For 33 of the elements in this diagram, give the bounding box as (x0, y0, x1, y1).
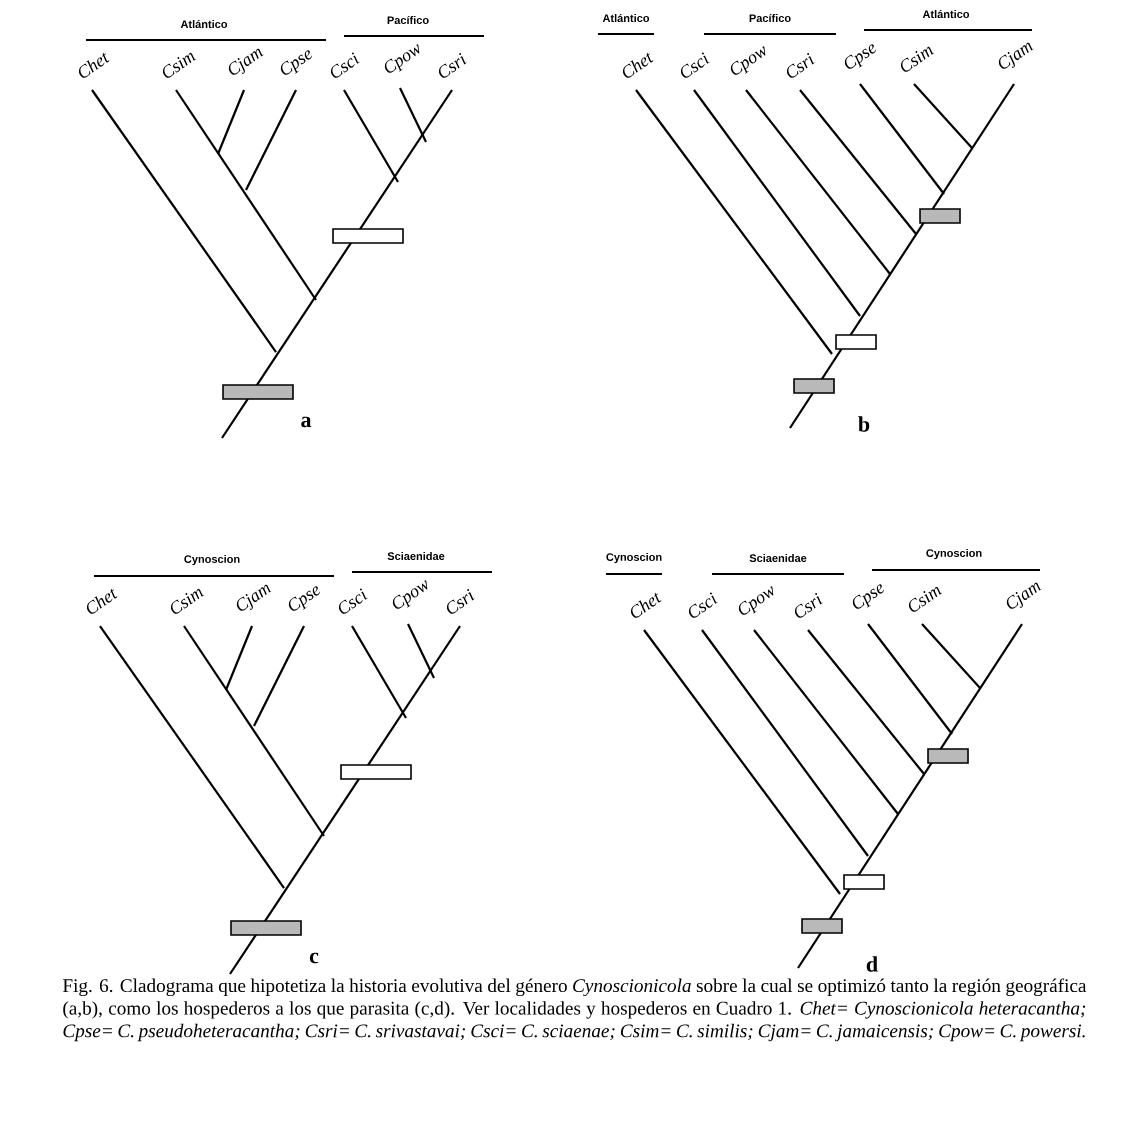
taxon-label: Chet (630, 592, 662, 618)
taxon-label: Csci (330, 52, 360, 78)
caption: Fig. 6. Cladograma que hipotetiza la historia evolutiva del género Cynoscionicola sobre la cual se optimizó tanto la región geográfica (a,b), como los hospederos a los que parasita (c,d). Ver localidades y hospederos en Cuadro 1. Chet= Cynoscionicola heteracantha; Cpse= C. pseudoheteracantha; Csri= C. srivastavai; Csci= C. sciaenae; Csim= C. similis; Cjam= C. jamaicensis; Cpow= C. powersi. (62, 978, 1087, 1042)
taxon-label: Csci (680, 52, 710, 78)
taxon-label: Csim (170, 588, 204, 614)
taxon-label: Cpow (730, 46, 766, 75)
taxon-label: Chet (622, 52, 654, 78)
taxon-label: Chet (86, 588, 118, 614)
taxon-label: Cpse (288, 586, 321, 611)
panel-letter: b (858, 416, 870, 432)
taxon-label: Cjam (228, 48, 264, 75)
taxon-label: Csci (338, 588, 368, 614)
taxon-label: Cpow (738, 586, 774, 615)
taxon-label: Chet (78, 52, 110, 78)
taxon-label: Csri (438, 53, 467, 78)
taxon-label: Cpow (384, 44, 420, 73)
panel-letter: c (309, 952, 319, 964)
taxon-label: Cpse (844, 44, 877, 69)
taxon-label: Csri (786, 53, 815, 78)
panel-letter: a (301, 416, 312, 428)
taxon-label: Cjam (1006, 582, 1042, 609)
taxon-label: Csim (900, 46, 934, 72)
taxon-label: Cpse (852, 584, 885, 609)
taxon-label: Cjam (998, 42, 1034, 69)
taxon-label: Cpow (392, 580, 428, 609)
taxon-label: Csim (908, 586, 942, 612)
taxon-label: Cjam (236, 584, 272, 611)
panel-letter: d (866, 956, 878, 972)
taxon-label: Cpse (280, 50, 313, 75)
taxon-label: Csci (688, 592, 718, 618)
taxon-label: Csri (446, 589, 475, 614)
taxon-label: Csim (162, 52, 196, 78)
taxon-label: Csri (794, 593, 823, 618)
